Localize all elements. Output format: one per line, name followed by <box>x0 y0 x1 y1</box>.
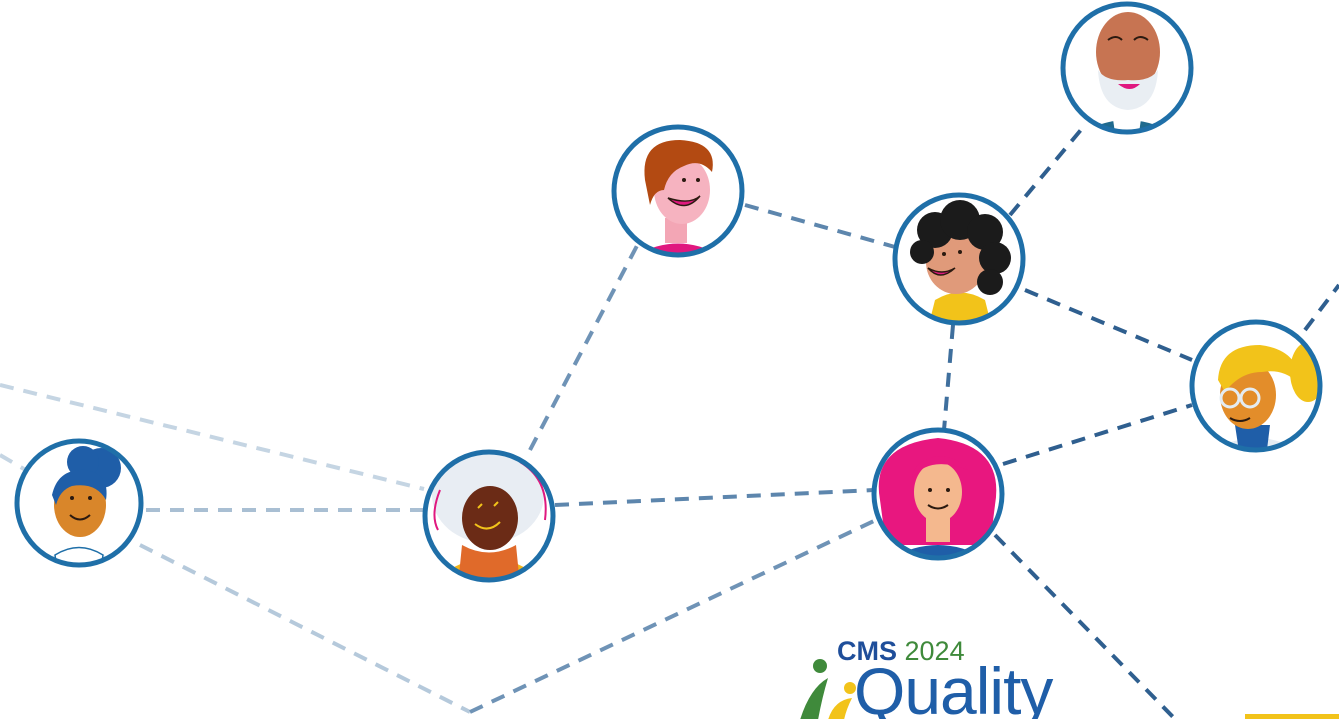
avatar-person-4 <box>892 192 1026 326</box>
avatar-person-3 <box>611 124 745 258</box>
avatar-person-6 <box>1060 1 1194 135</box>
connection-line <box>528 239 642 451</box>
cms-quality-logo: CMS 2024 Quality <box>790 634 1070 719</box>
connection-lines <box>0 123 1339 719</box>
connection-line <box>1303 283 1339 332</box>
avatar-person-1 <box>14 438 144 568</box>
logo-cms-label: CMS <box>837 636 897 666</box>
avatar-person-7 <box>1189 319 1323 453</box>
avatar-person-5 <box>871 427 1005 561</box>
connection-line <box>942 324 955 431</box>
connection-line <box>1024 288 1193 362</box>
logo-figure-icon <box>800 659 856 719</box>
accent-bar <box>1245 714 1339 719</box>
logo-cms-text: CMS 2024 <box>837 636 965 666</box>
connection-line <box>554 488 875 507</box>
connection-line <box>1008 123 1087 217</box>
logo-wordmark: Quality <box>854 654 1053 719</box>
connection-line <box>993 533 1177 719</box>
connection-line <box>744 203 896 249</box>
avatar-person-2 <box>422 449 556 583</box>
connection-line <box>0 383 425 491</box>
connection-line <box>469 518 877 714</box>
connection-line <box>139 543 471 714</box>
connection-line <box>1002 403 1193 466</box>
logo-year: 2024 <box>904 636 965 666</box>
